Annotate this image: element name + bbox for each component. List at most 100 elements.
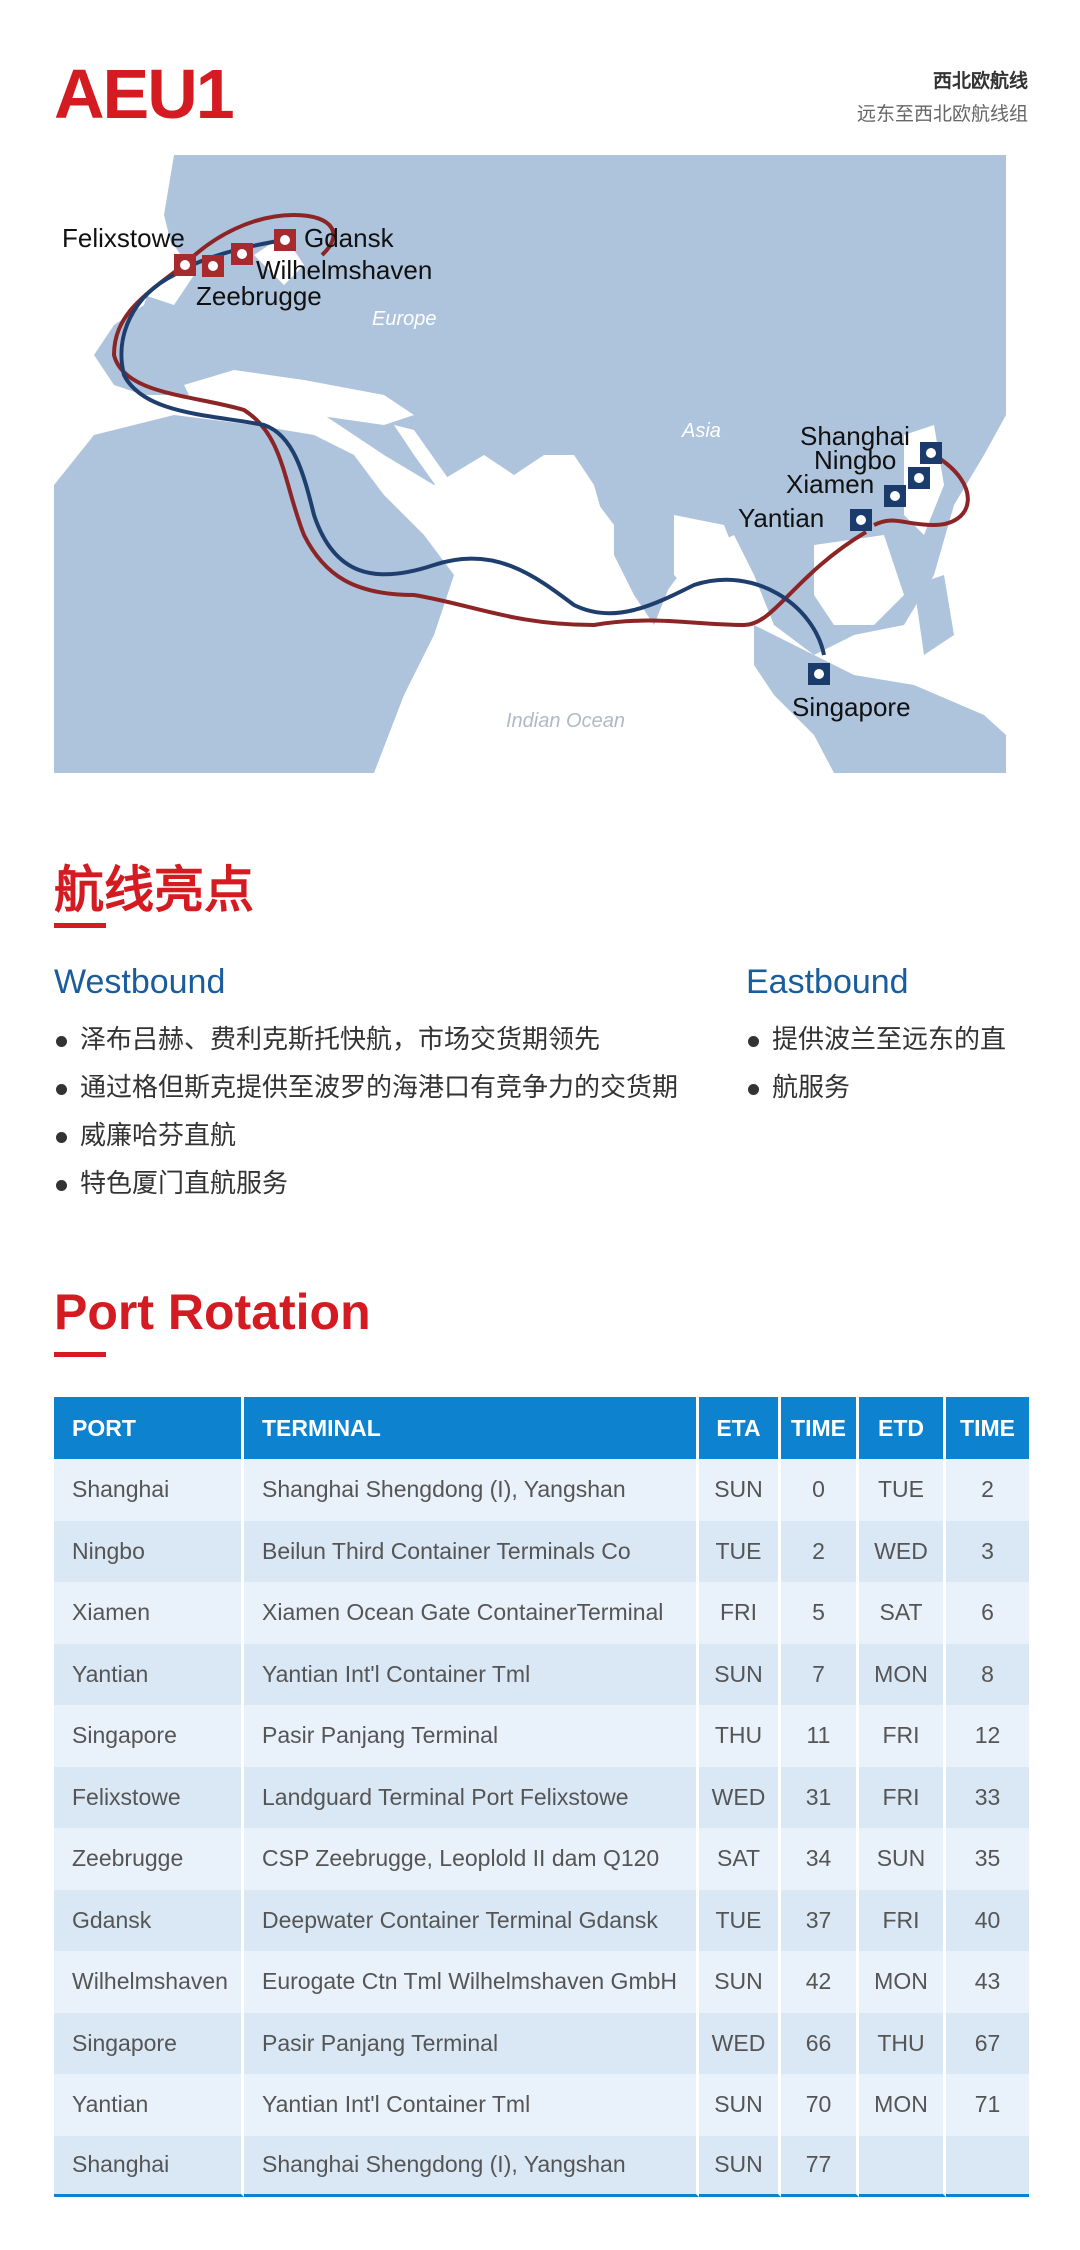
cell-etd: TUE: [859, 1459, 946, 1521]
cell-etd-time: 12: [946, 1705, 1029, 1767]
asia-loop-route: [873, 453, 970, 528]
cell-eta: THU: [699, 1705, 781, 1767]
region-label-asia: Asia: [681, 420, 721, 442]
cell-port: Shanghai: [54, 2135, 244, 2197]
land-sea-islands: [754, 625, 1006, 773]
port-label-gdansk: Gdansk: [304, 223, 395, 253]
westbound-heading: Westbound: [54, 963, 226, 1001]
port-marker-zeebrugge-dot: [208, 261, 218, 271]
cell-port: Xiamen: [54, 1582, 244, 1644]
cell-etd: [859, 2135, 946, 2197]
port-rotation-title: Port Rotation: [54, 1284, 371, 1340]
eastbound-list: 提供波兰至远东的直 航服务: [746, 1016, 1046, 1112]
cell-etd-time: 3: [946, 1520, 1029, 1582]
cell-eta: SUN: [699, 1643, 781, 1705]
cell-etd: SUN: [859, 1828, 946, 1890]
cell-etd-time: [946, 2135, 1029, 2197]
cell-etd: MON: [859, 1951, 946, 2013]
land-masses: [54, 155, 1006, 773]
cell-terminal: Pasir Panjang Terminal: [244, 2012, 699, 2074]
cell-terminal: Beilun Third Container Terminals Co: [244, 1520, 699, 1582]
asia-ports: Shanghai Ningbo Xiamen Yantian Singapore: [738, 421, 942, 722]
service-logo: AEU1: [54, 55, 235, 133]
sea-south-china: [814, 535, 904, 625]
cell-etd-time: 35: [946, 1828, 1029, 1890]
westbound-route: [111, 212, 868, 628]
cell-etd-time: 40: [946, 1889, 1029, 1951]
port-marker-xiamen-dot: [890, 491, 900, 501]
cell-etd: THU: [859, 2012, 946, 2074]
cell-terminal: Pasir Panjang Terminal: [244, 1705, 699, 1767]
cell-port: Yantian: [54, 1643, 244, 1705]
sea-arabian: [474, 485, 614, 595]
eastbound-item: 提供波兰至远东的直: [746, 1016, 1046, 1064]
port-label-felixstowe: Felixstowe: [62, 223, 185, 253]
cell-etd: SAT: [859, 1582, 946, 1644]
cell-eta-time: 2: [781, 1520, 859, 1582]
port-marker-singapore-dot: [814, 669, 824, 679]
region-label-europe: Europe: [372, 308, 437, 330]
port-label-zeebrugge: Zeebrugge: [196, 281, 322, 311]
route-name: 西北欧航线: [932, 70, 1028, 92]
cell-etd: FRI: [859, 1889, 946, 1951]
cell-eta: SUN: [699, 2074, 781, 2136]
cell-port: Ningbo: [54, 1520, 244, 1582]
westbound-item: 威廉哈芬直航: [54, 1112, 734, 1160]
cell-port: Gdansk: [54, 1889, 244, 1951]
port-rotation-title-underline: [54, 1352, 106, 1357]
table-header-row: PORT TERMINAL ETA TIME ETD TIME: [54, 1397, 1029, 1459]
cell-etd: WED: [859, 1520, 946, 1582]
sea-mediterranean: [184, 370, 414, 425]
highlights-title: 航线亮点: [54, 861, 254, 919]
cell-eta-time: 66: [781, 2012, 859, 2074]
cell-port: Shanghai: [54, 1459, 244, 1521]
port-marker-felixstowe-dot: [180, 260, 190, 270]
cell-eta: SUN: [699, 1459, 781, 1521]
port-marker-gdansk-dot: [280, 235, 290, 245]
land-india: [594, 475, 684, 625]
port-label-xiamen: Xiamen: [786, 469, 874, 499]
sea-bay-of-bengal: [674, 515, 744, 595]
port-marker-yantian-dot: [856, 515, 866, 525]
col-header-etd-time: TIME: [946, 1397, 1029, 1459]
cell-etd: FRI: [859, 1705, 946, 1767]
cell-terminal: Shanghai Shengdong (I), Yangshan: [244, 1459, 699, 1521]
cell-port: Singapore: [54, 1705, 244, 1767]
route-map: Europe Asia Indian Ocean Felixstowe Zeeb…: [54, 155, 1006, 773]
cell-eta: WED: [699, 1766, 781, 1828]
col-header-etd: ETD: [859, 1397, 946, 1459]
cell-etd-time: 8: [946, 1643, 1029, 1705]
port-marker-ningbo-dot: [914, 473, 924, 483]
cell-etd: MON: [859, 1643, 946, 1705]
cell-terminal: Yantian Int'l Container Tml: [244, 1643, 699, 1705]
cell-port: Wilhelmshaven: [54, 1951, 244, 2013]
cell-eta: TUE: [699, 1889, 781, 1951]
cell-eta: FRI: [699, 1582, 781, 1644]
port-label-wilhelmshaven: Wilhelmshaven: [256, 255, 432, 285]
col-header-eta: ETA: [699, 1397, 781, 1459]
cell-eta-time: 34: [781, 1828, 859, 1890]
port-marker-shanghai-dot: [926, 448, 936, 458]
port-label-shanghai: Shanghai: [800, 421, 910, 451]
eastbound-item-continued: 航服务: [746, 1064, 1046, 1112]
cell-eta-time: 31: [781, 1766, 859, 1828]
cell-etd-time: 71: [946, 2074, 1029, 2136]
route-group: 远东至西北欧航线组: [856, 103, 1028, 125]
cell-etd-time: 6: [946, 1582, 1029, 1644]
cell-port: Yantian: [54, 2074, 244, 2136]
cell-eta-time: 5: [781, 1582, 859, 1644]
cell-etd-time: 43: [946, 1951, 1029, 2013]
cell-etd-time: 67: [946, 2012, 1029, 2074]
cell-eta-time: 42: [781, 1951, 859, 2013]
westbound-item: 泽布吕赫、费利克斯托快航，市场交货期领先: [54, 1016, 734, 1064]
cell-eta: SUN: [699, 1951, 781, 2013]
cell-eta-time: 77: [781, 2135, 859, 2197]
port-label-singapore: Singapore: [792, 692, 911, 722]
